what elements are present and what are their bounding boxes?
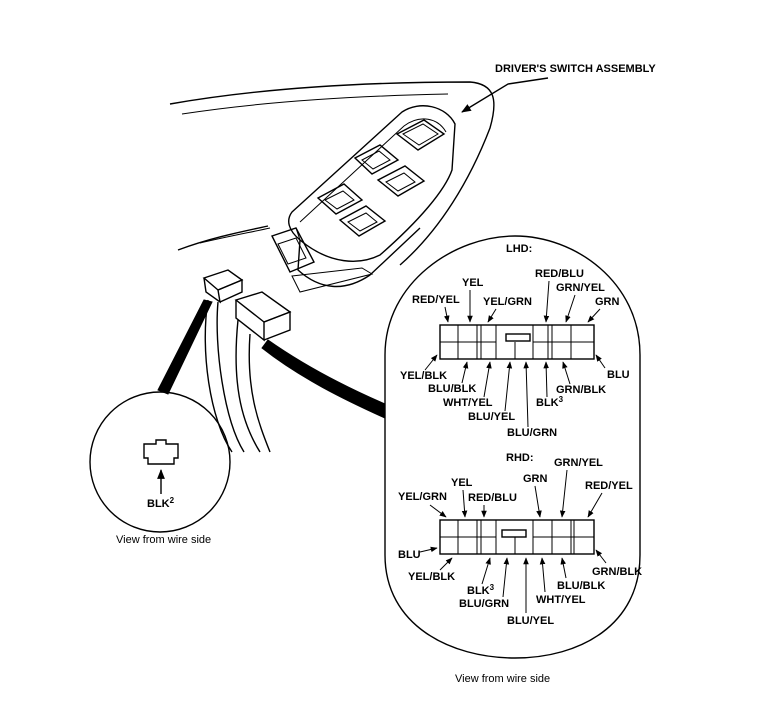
small-connector-face <box>143 439 179 465</box>
rhd-yel: YEL <box>451 477 473 489</box>
rhd-wht-yel: WHT/YEL <box>536 594 586 606</box>
lhd-blu-yel: BLU/YEL <box>468 411 515 423</box>
rhd-blu-blk: BLU/BLK <box>557 580 605 592</box>
rhd-red-blu: RED/BLU <box>468 492 517 504</box>
rhd-blu-grn: BLU/GRN <box>459 598 509 610</box>
rhd-red-yel: RED/YEL <box>585 480 633 492</box>
large-view-caption: View from wire side <box>455 673 550 685</box>
rhd-blk: BLK3 <box>467 583 495 597</box>
lhd-red-blu: RED/BLU <box>535 268 584 280</box>
lhd-grn: GRN <box>595 296 620 308</box>
lhd-grn-blk: GRN/BLK <box>556 384 606 396</box>
lhd-yel: YEL <box>462 277 484 289</box>
lhd-blu-grn: BLU/GRN <box>507 427 557 439</box>
harness <box>157 269 386 453</box>
lhd-blk: BLK3 <box>536 395 564 409</box>
small-view-caption: View from wire side <box>116 534 211 546</box>
rhd-yel-blk: YEL/BLK <box>408 571 455 583</box>
lhd-wht-yel: WHT/YEL <box>443 397 493 409</box>
switch-assembly <box>271 105 456 293</box>
lhd-yel-grn: YEL/GRN <box>483 296 532 308</box>
lhd-connector <box>439 324 595 360</box>
door-trim <box>169 81 495 266</box>
rhd-blu-yel: BLU/YEL <box>507 615 554 627</box>
lhd-leaders <box>424 280 606 428</box>
title-leader <box>461 77 549 113</box>
rhd-grn-blk: GRN/BLK <box>592 566 642 578</box>
title-label: DRIVER'S SWITCH ASSEMBLY <box>495 63 656 75</box>
rhd-connector <box>439 519 595 555</box>
large-view: LHD: RED/BLU YEL GRN/YEL RED/YEL YEL/GRN… <box>384 235 642 659</box>
rhd-grn: GRN <box>523 473 548 485</box>
rhd-blu: BLU <box>398 549 421 561</box>
lhd-yel-blk: YEL/BLK <box>400 370 447 382</box>
lhd-grn-yel: GRN/YEL <box>556 282 605 294</box>
small-blk-label: BLK2 <box>147 496 175 510</box>
rhd-yel-grn: YEL/GRN <box>398 491 447 503</box>
lhd-blu-blk: BLU/BLK <box>428 383 476 395</box>
small-view: BLK2 <box>89 391 231 533</box>
lhd-red-yel: RED/YEL <box>412 294 460 306</box>
rhd-leaders <box>419 469 607 613</box>
rhd-heading: RHD: <box>506 452 534 464</box>
large-view-outline <box>384 235 641 659</box>
lhd-blu: BLU <box>607 369 630 381</box>
lhd-heading: LHD: <box>506 243 532 255</box>
rhd-grn-yel: GRN/YEL <box>554 457 603 469</box>
